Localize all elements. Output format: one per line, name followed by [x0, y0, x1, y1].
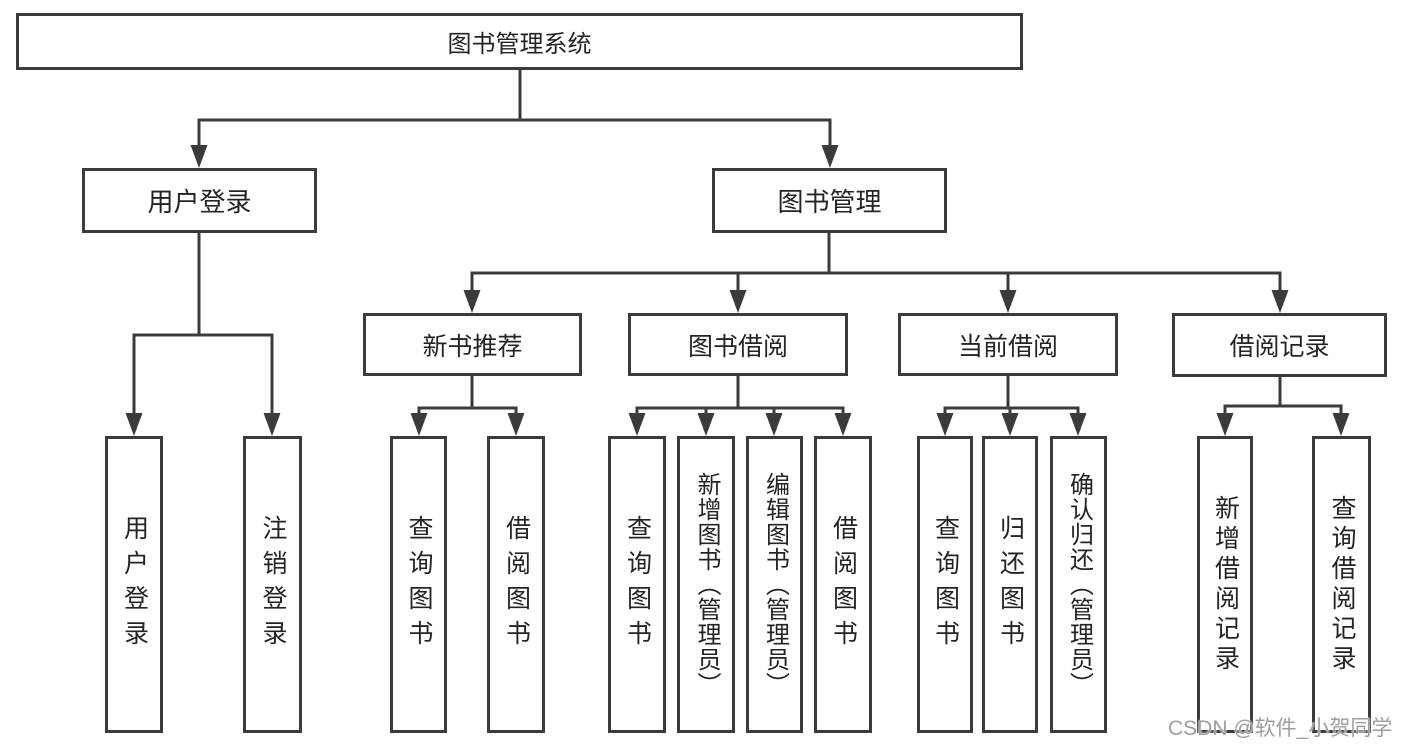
- arrowhead: [834, 413, 852, 436]
- leaf-user-login: 用户登录: [105, 436, 163, 733]
- leaf-add-books-admin: 新增图书（管理员）: [677, 436, 735, 733]
- leaf-borrow-books-borrowing-label: 借阅图书: [829, 514, 858, 655]
- leaf-borrow-books-recommend-label: 借阅图书: [502, 514, 531, 655]
- node-borrowing-records-label: 借阅记录: [1229, 333, 1330, 361]
- connector-path: [635, 374, 845, 419]
- arrowhead: [507, 413, 525, 436]
- node-new-book-recommendation: 新书推荐: [363, 313, 582, 376]
- arrowhead: [1001, 413, 1019, 436]
- connector-path: [943, 374, 1080, 419]
- arrowhead: [190, 145, 208, 168]
- node-new-book-recommendation-label: 新书推荐: [422, 332, 523, 361]
- arrowhead: [729, 290, 747, 313]
- leaf-borrow-books-recommend: 借阅图书: [487, 436, 545, 733]
- arrowhead: [125, 413, 143, 436]
- leaf-confirm-return-admin-label: 确认归还（管理员）: [1065, 472, 1093, 697]
- leaf-add-books-admin-label: 新增图书（管理员）: [693, 472, 720, 697]
- leaf-edit-books-admin-label: 编辑图书（管理员）: [761, 472, 789, 697]
- node-current-borrowing: 当前借阅: [898, 313, 1118, 376]
- arrowhead: [1332, 413, 1350, 436]
- leaf-query-books-borrowing: 查询图书: [608, 436, 666, 733]
- leaf-query-books-current: 查询图书: [917, 436, 973, 733]
- leaf-add-borrow-record: 新增借阅记录: [1197, 436, 1253, 733]
- leaf-query-books-recommend: 查询图书: [390, 436, 447, 733]
- leaf-edit-books-admin: 编辑图书（管理员）: [746, 436, 803, 733]
- arrowhead: [936, 413, 954, 436]
- arrowhead: [463, 290, 481, 313]
- leaf-confirm-return-admin: 确认归还（管理员）: [1050, 436, 1107, 733]
- leaf-return-books-label: 归还图书: [996, 514, 1025, 655]
- leaf-query-books-borrowing-label: 查询图书: [623, 514, 652, 655]
- leaf-query-borrow-record-label: 查询借阅记录: [1328, 494, 1356, 675]
- leaf-query-borrow-record: 查询借阅记录: [1312, 436, 1371, 733]
- leaf-add-borrow-record-label: 新增借阅记录: [1211, 494, 1240, 675]
- node-book-management-label: 图书管理: [777, 187, 882, 217]
- node-book-borrowing-label: 图书借阅: [687, 332, 788, 361]
- csdn-watermark: CSDN @软件_小贺同学: [1168, 717, 1393, 740]
- node-library-system: 图书管理系统: [16, 13, 1023, 70]
- node-book-borrowing: 图书借阅: [628, 313, 848, 376]
- leaf-borrow-books-borrowing: 借阅图书: [814, 436, 872, 733]
- node-current-borrowing-label: 当前借阅: [957, 332, 1058, 361]
- connector-path: [1223, 375, 1343, 419]
- connector-path: [132, 231, 274, 419]
- leaf-query-books-recommend-label: 查询图书: [405, 514, 433, 655]
- arrowhead: [628, 413, 646, 436]
- leaf-user-login-label: 用户登录: [120, 514, 149, 655]
- node-user-login-label: 用户登录: [147, 187, 252, 217]
- arrowhead: [697, 413, 715, 436]
- connector-path: [417, 374, 518, 419]
- leaf-logout: 注销登录: [243, 436, 302, 733]
- leaf-logout-label: 注销登录: [259, 514, 287, 655]
- node-book-management: 图书管理: [712, 168, 947, 233]
- arrowhead: [263, 413, 281, 436]
- connector-path: [197, 68, 832, 151]
- node-user-login: 用户登录: [82, 168, 317, 233]
- arrowhead: [821, 145, 839, 168]
- arrowhead: [765, 413, 783, 436]
- arrowhead: [1271, 290, 1289, 313]
- arrowhead: [410, 413, 428, 436]
- arrowhead: [1069, 413, 1087, 436]
- leaf-query-books-current-label: 查询图书: [931, 514, 960, 655]
- arrowhead: [1216, 413, 1234, 436]
- connector-path: [470, 231, 1282, 296]
- node-borrowing-records: 借阅记录: [1172, 313, 1387, 377]
- leaf-return-books: 归还图书: [982, 436, 1038, 733]
- node-library-system-label: 图书管理系统: [447, 31, 592, 58]
- arrowhead: [999, 290, 1017, 313]
